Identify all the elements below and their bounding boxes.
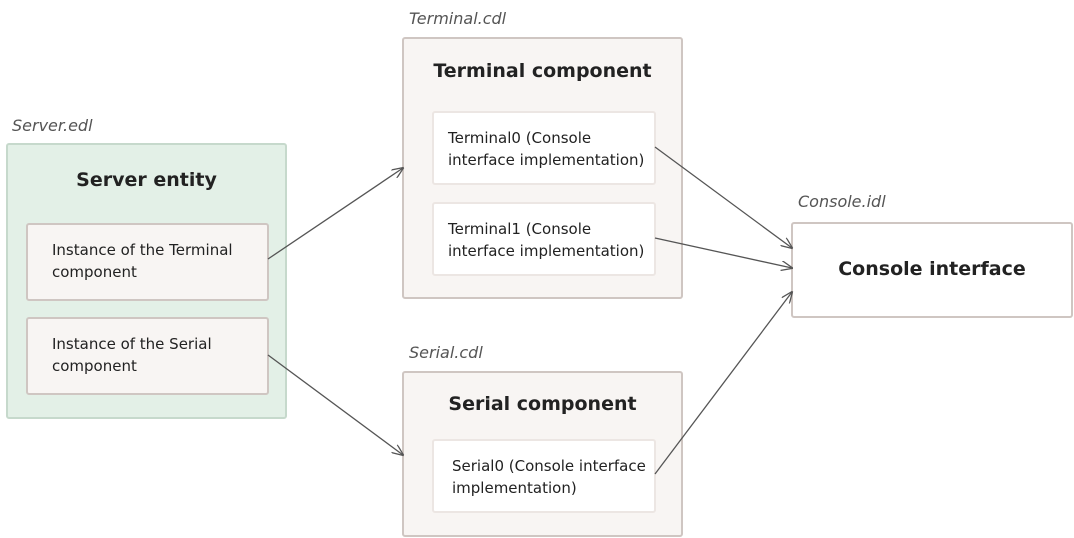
server-edl-label: Server.edl [12,116,93,135]
arrow-terminal0-to-console [654,146,792,248]
terminal-component-title: Terminal component [433,60,652,82]
server-entity-box: Server entity Instance of the Terminal c… [6,143,287,419]
terminal0-box: Terminal0 (Console interface implementat… [432,111,656,185]
terminal-instance-box: Instance of the Terminal component [26,223,269,301]
arrow-serial0-to-console [654,292,792,475]
serial-component-box: Serial component Serial0 (Console interf… [402,371,683,537]
terminal-component-box: Terminal component Terminal0 (Console in… [402,37,683,299]
server-entity-title: Server entity [76,169,217,191]
arrow-instance-to-serial [267,354,403,455]
terminal-cdl-label: Terminal.cdl [409,9,507,28]
console-interface-box: Console interface [791,222,1073,318]
serial-component-title: Serial component [448,393,637,415]
serial0-label: Serial0 (Console interface implementatio… [452,457,646,497]
serial0-box: Serial0 (Console interface implementatio… [432,439,656,513]
terminal0-label: Terminal0 (Console interface implementat… [448,129,645,169]
serial-instance-label: Instance of the Serial component [52,335,212,375]
arrow-terminal1-to-console [654,237,792,268]
terminal1-label: Terminal1 (Console interface implementat… [448,220,645,260]
console-interface-title: Console interface [838,258,1026,280]
serial-instance-box: Instance of the Serial component [26,317,269,395]
console-idl-label: Console.idl [798,192,886,211]
serial-cdl-label: Serial.cdl [409,343,483,362]
arrow-instance-to-terminal [267,168,403,260]
terminal-instance-label: Instance of the Terminal component [52,241,233,281]
terminal1-box: Terminal1 (Console interface implementat… [432,202,656,276]
